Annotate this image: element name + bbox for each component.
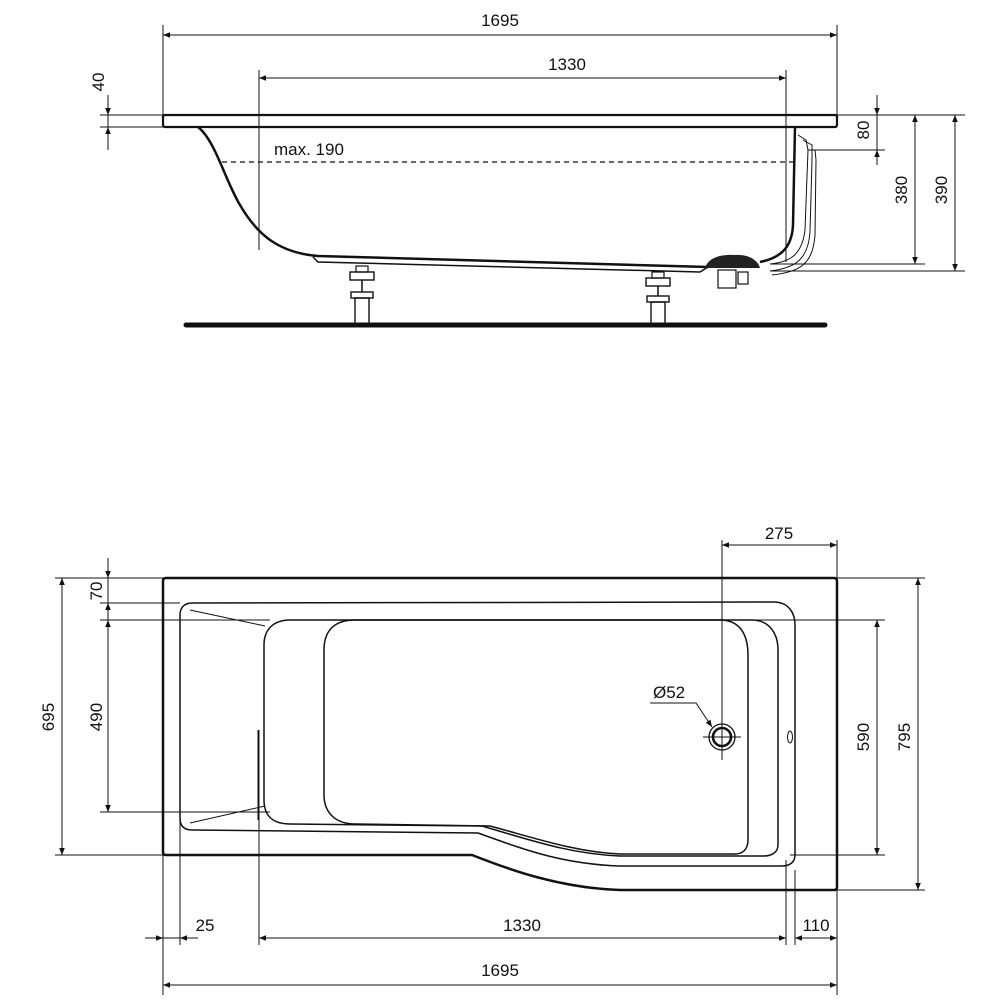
tub-outline-plan: [161, 576, 839, 892]
side-view: 1695 1330 40 80 380 390 max. 190: [89, 11, 965, 328]
dimension-overall-length-label: 1695: [481, 11, 519, 30]
dimension-width-narrow-label: 695: [39, 703, 58, 731]
adjustable-foot-right: [645, 271, 671, 325]
dimension-rim-left-label: 25: [196, 916, 215, 935]
dimension-overflow-label: 80: [854, 121, 873, 140]
dimension-depth-total-label: 390: [932, 176, 951, 204]
dimension-depth-inner-label: 380: [892, 176, 911, 204]
dimension-inner-width-wide-label: 590: [854, 723, 873, 751]
dimension-width-wide-label: 795: [895, 723, 914, 751]
dimension-drain-offset-label: 275: [765, 524, 793, 543]
dimension-inner-length-label: 1330: [503, 916, 541, 935]
water-level-label: max. 190: [274, 140, 344, 159]
drain-diameter-label: Ø52: [653, 683, 685, 702]
dimension-rim-front-label: 70: [87, 582, 106, 601]
drain-icon: [703, 723, 741, 751]
overflow-hole: [787, 730, 793, 744]
dimension-inner-width-narrow-label: 490: [87, 703, 106, 731]
dimension-inner-length-label: 1330: [548, 55, 586, 74]
dimension-overall-length-label: 1695: [481, 961, 519, 980]
plan-view: 275 695 490 70 590 795 25 1330 110 1695: [39, 524, 925, 995]
tub-rim: [161, 113, 839, 129]
dimension-rim-thickness-label: 40: [89, 73, 108, 92]
drain-side: [705, 254, 760, 268]
tub-body-profile: [197, 126, 709, 269]
adjustable-foot-left: [349, 265, 375, 325]
dimension-rim-right-label: 110: [802, 916, 829, 935]
